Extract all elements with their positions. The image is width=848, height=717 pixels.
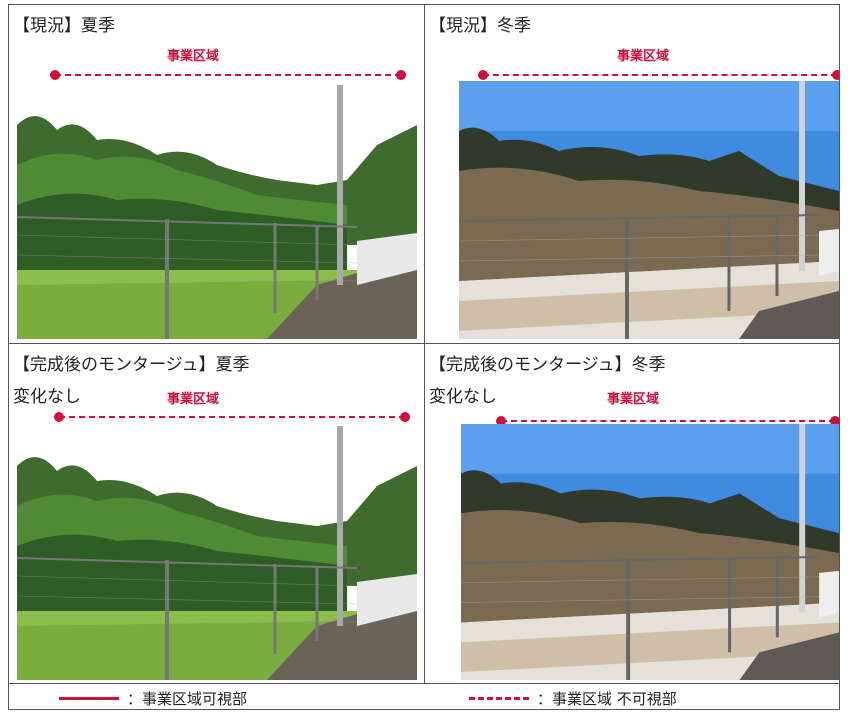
figure-frame: 【現況】夏季 事業区域 [8, 4, 840, 710]
panel-caption: 【現況】夏季 [13, 16, 115, 36]
photo-summer [17, 426, 417, 680]
zone-endpoint [832, 70, 839, 80]
divider-horizontal [9, 343, 839, 344]
zone-label: 事業区域 [617, 49, 670, 64]
photo-winter [459, 81, 839, 339]
zone-endpoint [496, 416, 506, 426]
panel-caption: 【現況】冬季 [429, 16, 531, 36]
legend: ：事業区域可視部 ：事業区域 不可視部 [9, 684, 839, 710]
panel-montage-summer: 【完成後のモンタージュ】夏季 変化なし 事業区域 [9, 344, 424, 683]
zone-endpoint [400, 412, 410, 422]
zone-line-hidden [55, 74, 401, 76]
solid-line-icon [59, 697, 119, 700]
zone-line-hidden [483, 74, 837, 76]
panel-subcaption: 変化なし [13, 387, 81, 407]
zone-endpoint [830, 416, 839, 426]
zone-line-hidden [59, 416, 405, 418]
divider-legend [9, 683, 839, 684]
zone-endpoint [50, 70, 60, 80]
panel-current-summer: 【現況】夏季 事業区域 [9, 5, 424, 343]
zone-endpoint [478, 70, 488, 80]
zone-endpoint [396, 70, 406, 80]
legend-visible: ：事業区域可視部 [59, 688, 247, 709]
zone-label: 事業区域 [607, 392, 660, 407]
divider-vertical [424, 5, 425, 683]
zone-label: 事業区域 [167, 49, 220, 64]
panel-current-winter: 【現況】冬季 事業区域 [425, 5, 839, 343]
zone-line-hidden [501, 420, 835, 422]
zone-endpoint [54, 412, 64, 422]
legend-hidden-label: ：事業区域 不可視部 [537, 690, 677, 708]
panel-caption: 【完成後のモンタージュ】冬季 [429, 355, 666, 375]
panel-caption: 【完成後のモンタージュ】夏季 [13, 355, 250, 375]
photo-winter [461, 424, 839, 680]
legend-visible-label: ：事業区域可視部 [127, 690, 248, 708]
legend-hidden: ：事業区域 不可視部 [469, 688, 677, 709]
photo-summer [17, 85, 417, 339]
panel-subcaption: 変化なし [429, 387, 497, 407]
dashed-line-icon [469, 697, 529, 700]
panel-montage-winter: 【完成後のモンタージュ】冬季 変化なし 事業区域 [425, 344, 839, 683]
zone-label: 事業区域 [167, 392, 220, 407]
